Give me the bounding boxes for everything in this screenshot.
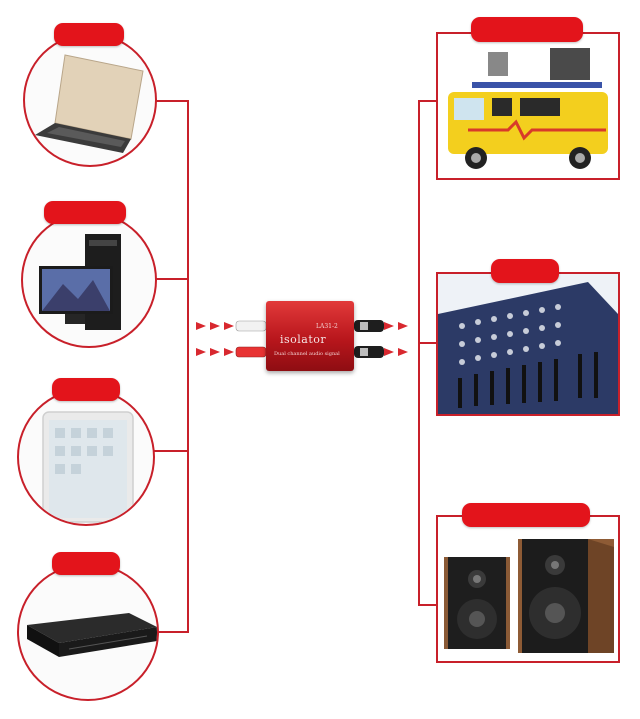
mixing-console-icon: [438, 274, 618, 414]
isolator-device: LA31-2 isolator Dual channel audio signa…: [266, 301, 354, 371]
connector-line: [418, 342, 438, 344]
broadcast-van-icon: [438, 34, 618, 178]
device-subtitle: Dual channel audio signal: [274, 351, 340, 357]
label-pill: [462, 503, 590, 527]
label-pill: [52, 552, 120, 575]
source-tablet: [17, 388, 155, 526]
label-pill: [52, 378, 120, 401]
destination-mixing-console: [436, 272, 620, 416]
destination-broadcast-van: [436, 32, 620, 180]
tablet-icon: [19, 390, 153, 524]
label-pill: [491, 259, 559, 283]
source-dvd-player: [17, 563, 159, 701]
label-pill: [471, 17, 583, 42]
source-desktop: [21, 212, 157, 348]
connector-line: [150, 450, 188, 452]
device-title: isolator: [280, 333, 326, 346]
desktop-computer-icon: [23, 214, 155, 346]
laptop-icon: [25, 35, 155, 165]
device-model: LA31-2: [316, 323, 338, 330]
label-pill: [54, 23, 124, 46]
destination-speakers: [436, 515, 620, 663]
label-pill: [44, 201, 126, 224]
connector-line: [418, 604, 438, 606]
dvd-player-icon: [19, 565, 157, 699]
connector-line: [418, 100, 438, 102]
connector-bus: [187, 100, 189, 633]
bookshelf-speakers-icon: [438, 517, 618, 661]
source-laptop: [23, 33, 157, 167]
